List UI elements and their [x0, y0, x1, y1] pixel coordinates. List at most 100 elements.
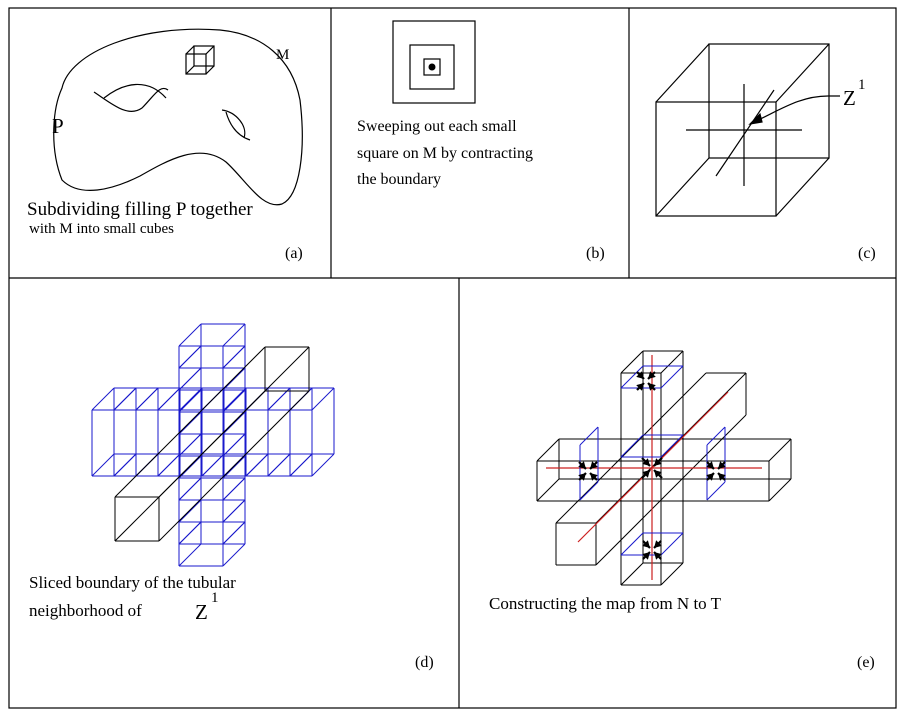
diagonal-tube-edge	[555, 372, 707, 524]
map-arrowhead	[642, 470, 650, 478]
map-arrowhead	[706, 461, 714, 469]
panel-a-caption-line1: Subdividing filling P together	[27, 199, 253, 220]
panel-a-caption-line2: with M into small cubes	[29, 221, 174, 237]
tube-edge	[114, 346, 266, 498]
panel-d-tag: (d)	[415, 654, 434, 671]
slice-vertical	[178, 323, 202, 347]
slice-vertical	[178, 521, 202, 545]
blue-slice	[579, 481, 599, 501]
vertical-prism	[620, 562, 644, 586]
map-arrowhead	[636, 371, 644, 379]
slice-vertical	[222, 455, 246, 479]
middle-square	[409, 44, 455, 90]
panel-a-drawing	[53, 28, 303, 206]
slice-vertical	[222, 543, 246, 567]
slice-vertical	[178, 367, 202, 391]
slice-horizontal	[113, 387, 137, 411]
map-arrowhead	[636, 383, 644, 391]
map-arrowhead	[718, 461, 726, 469]
panel-d-drawing	[91, 323, 335, 567]
panel-b-caption-line3: the boundary	[357, 171, 441, 188]
blue-slice	[660, 532, 684, 556]
map-arrowhead	[578, 473, 586, 481]
blue-slice	[660, 365, 684, 389]
slice-vertical	[222, 389, 246, 413]
center-dot	[428, 63, 436, 71]
panel-a-tag: (a)	[285, 245, 303, 262]
slice-vertical	[222, 477, 246, 501]
slice-vertical	[178, 411, 202, 435]
handle-curve-right-inner	[225, 111, 251, 141]
curve-z1	[715, 89, 775, 177]
slice-vertical	[178, 455, 202, 479]
map-arrowhead	[654, 552, 662, 560]
map-arrowhead	[642, 540, 650, 548]
slice-horizontal	[91, 387, 115, 411]
panel-frame	[8, 7, 897, 709]
panel-b-caption-line2: square on M by contracting	[357, 145, 533, 162]
blue-slice	[706, 481, 726, 501]
map-arrowhead	[578, 461, 586, 469]
inner-square	[423, 58, 441, 76]
slice-horizontal	[157, 453, 181, 477]
map-arrowhead	[654, 458, 662, 466]
map-arrowhead	[654, 470, 662, 478]
slice-horizontal	[267, 453, 291, 477]
tube-edge	[114, 390, 266, 542]
handle-curve-right	[221, 109, 246, 139]
slice-horizontal	[201, 453, 225, 477]
map-arrowhead	[648, 371, 656, 379]
map-arrowhead	[590, 461, 598, 469]
manifold-outline	[53, 28, 303, 206]
slice-horizontal	[135, 387, 159, 411]
map-arrowhead	[642, 552, 650, 560]
outer-square	[392, 20, 476, 104]
map-arrowhead	[590, 473, 598, 481]
panel-d-z-superscript: 1	[211, 590, 219, 606]
label-p: P	[52, 114, 64, 138]
slice-vertical	[178, 477, 202, 501]
horizontal-prism	[536, 438, 560, 462]
slice-horizontal	[289, 453, 313, 477]
slice-vertical	[178, 433, 202, 457]
panel-c-drawing	[655, 43, 840, 217]
handle-curve-left-inner	[103, 83, 167, 99]
panel-d-caption-line1: Sliced boundary of the tubular	[29, 573, 236, 592]
z1-superscript: 1	[858, 77, 866, 93]
panel-e-caption: Constructing the map from N to T	[489, 594, 721, 613]
blue-slice	[620, 532, 644, 556]
slice-horizontal	[267, 387, 291, 411]
map-arrowhead	[648, 383, 656, 391]
panel-e-drawing	[536, 350, 792, 586]
slice-vertical	[178, 389, 202, 413]
slice-vertical	[178, 499, 202, 523]
slice-vertical	[178, 543, 202, 567]
slice-horizontal	[157, 387, 181, 411]
vertical-prism	[660, 562, 684, 586]
blue-slice	[620, 365, 644, 389]
core-axis-diagonal	[577, 391, 729, 543]
panel-d-z-label: Z	[195, 600, 208, 624]
horizontal-prism	[536, 478, 560, 502]
diagonal-tube-edge	[595, 414, 747, 566]
map-arrowhead	[642, 458, 650, 466]
blue-slice	[706, 426, 726, 446]
panel-e-tag: (e)	[857, 654, 875, 671]
slice-vertical	[222, 345, 246, 369]
panel-c-tag: (c)	[858, 245, 876, 262]
blue-slice	[620, 434, 644, 458]
slice-vertical	[222, 433, 246, 457]
tube-edge	[158, 390, 310, 542]
map-arrowhead	[718, 473, 726, 481]
slice-horizontal	[179, 387, 203, 411]
slice-horizontal	[91, 453, 115, 477]
panel-b-tag: (b)	[586, 245, 605, 262]
panel-d-caption-line2: neighborhood of	[29, 601, 142, 620]
map-arrowhead	[654, 540, 662, 548]
slice-vertical	[222, 323, 246, 347]
slice-horizontal	[311, 387, 335, 411]
slice-vertical	[222, 521, 246, 545]
map-arrowhead	[706, 473, 714, 481]
vertical-prism	[660, 350, 684, 374]
